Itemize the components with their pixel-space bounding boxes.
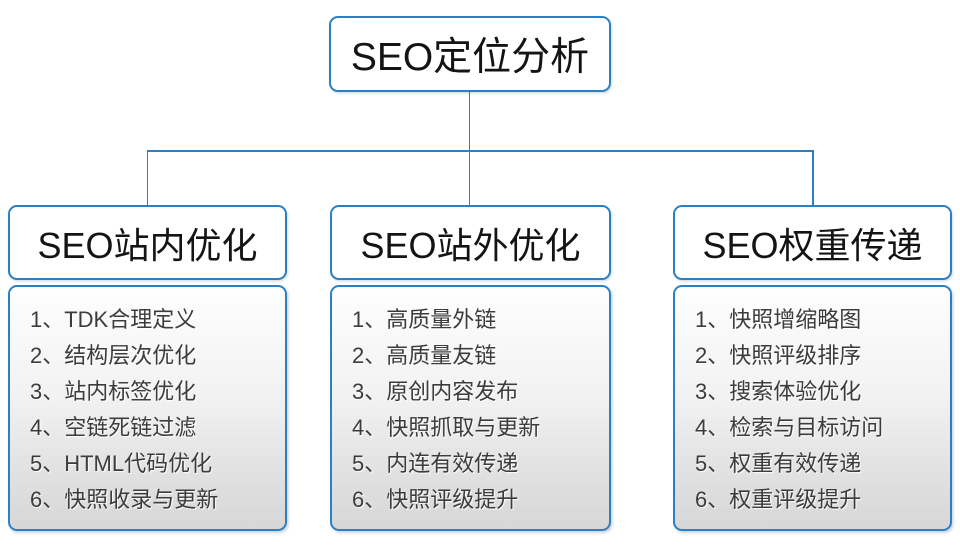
node-offsite-label: SEO站外优化 xyxy=(360,224,581,266)
list-item: 6、快照收录与更新 xyxy=(30,487,219,512)
list-item: 6、权重评级提升 xyxy=(695,487,862,512)
list-weight-items: 1、快照增缩略图 2、快照评级排序 3、搜索体验优化 4、检索与目标访问 5、权重有效传… xyxy=(673,285,952,531)
list-item: 5、HTML代码优化 xyxy=(30,451,213,476)
node-onsite-optimization: SEO站内优化 xyxy=(8,205,287,280)
list-item: 6、快照评级提升 xyxy=(352,487,519,512)
connector-line-left-drop xyxy=(146,150,148,206)
root-node-label: SEO定位分析 xyxy=(350,36,590,79)
list-onsite-items: 1、TDK合理定义 2、结构层次优化 3、站内标签优化 4、空链死链过滤 5、HTML代… xyxy=(8,285,287,531)
list-item: 3、搜索体验优化 xyxy=(695,379,862,404)
list-item: 2、高质量友链 xyxy=(352,343,497,368)
node-weight-label: SEO权重传递 xyxy=(702,224,923,266)
node-weight-transfer: SEO权重传递 xyxy=(673,205,952,280)
list-item: 2、快照评级排序 xyxy=(695,343,862,368)
root-node: SEO定位分析 xyxy=(329,16,611,92)
node-onsite-label: SEO站内优化 xyxy=(37,224,258,266)
list-item: 5、权重有效传递 xyxy=(695,451,862,476)
list-item: 4、空链死链过滤 xyxy=(30,415,197,440)
list-offsite-items: 1、高质量外链 2、高质量友链 3、原创内容发布 4、快照抓取与更新 5、内连有效传递 6… xyxy=(330,285,611,531)
list-item: 2、结构层次优化 xyxy=(30,343,197,368)
list-item: 3、原创内容发布 xyxy=(352,379,519,404)
connector-line-right-drop xyxy=(812,150,814,206)
list-item: 4、检索与目标访问 xyxy=(695,415,884,440)
node-offsite-optimization: SEO站外优化 xyxy=(330,205,611,280)
list-item: 4、快照抓取与更新 xyxy=(352,415,541,440)
connector-line-root-drop xyxy=(468,92,470,151)
list-item: 1、高质量外链 xyxy=(352,307,497,332)
list-item: 5、内连有效传递 xyxy=(352,451,519,476)
list-item: 1、快照增缩略图 xyxy=(695,307,862,332)
connector-line-middle-drop xyxy=(468,150,470,206)
connector-line-horizontal xyxy=(146,150,814,152)
list-item: 1、TDK合理定义 xyxy=(30,307,197,332)
list-item: 3、站内标签优化 xyxy=(30,379,197,404)
